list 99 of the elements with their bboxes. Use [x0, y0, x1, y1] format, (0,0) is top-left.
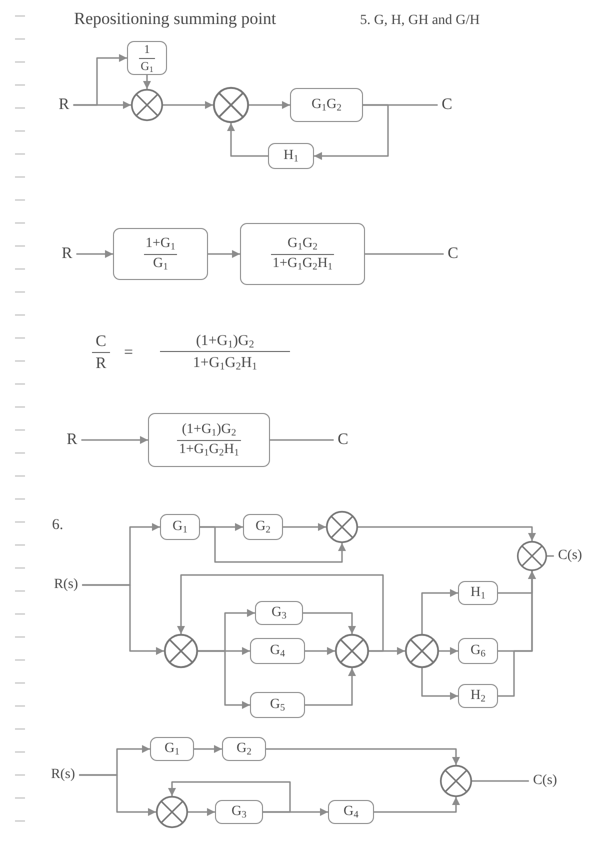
block-label: H$_{1}$	[470, 584, 486, 602]
fraction-numerator: (1+G$_{1}$)G$_{2}$	[177, 422, 241, 440]
signal-arrow	[305, 668, 356, 706]
signal-arrow	[188, 808, 215, 816]
block-label: H$_{2}$	[470, 688, 486, 704]
block-label: G$_{6}$	[470, 642, 486, 660]
signal-label: R	[66, 432, 78, 448]
signal-arrow	[200, 526, 346, 563]
block-label: G$_{3}$	[271, 604, 287, 622]
signal-arrow	[81, 436, 148, 444]
summing-junction	[405, 634, 439, 668]
signal-arrow	[498, 571, 536, 697]
signal-arrow	[283, 523, 326, 531]
summing-junction	[440, 765, 472, 797]
block-label: G$_{3}$	[231, 804, 247, 820]
signal-label: C	[338, 432, 348, 448]
signal-arrow	[374, 797, 460, 813]
signal-line	[365, 253, 444, 255]
signal-arrow	[168, 781, 291, 813]
signal-arrow	[249, 101, 290, 109]
transfer-function-block	[215, 800, 263, 824]
signal-label: C(s)	[532, 774, 558, 788]
transfer-function-block	[250, 638, 305, 664]
signal-arrow	[76, 250, 113, 258]
signal-arrow	[439, 647, 458, 655]
block-label: G$_{1}$G$_{2}$	[311, 96, 342, 114]
fraction-denominator: G$_{1}$	[152, 254, 169, 272]
fraction-denominator: 1+G$_{1}$G$_{2}$H$_{1}$	[192, 355, 258, 372]
block-label: G$_{5}$	[270, 696, 286, 714]
transfer-function-block	[243, 514, 283, 540]
block-label: G$_{2}$	[255, 518, 271, 536]
transfer-function-block	[458, 684, 498, 708]
fraction-denominator: 1+G$_{1}$G$_{2}$H$_{1}$	[272, 254, 334, 272]
signal-label: C	[448, 246, 458, 262]
note-text: 5. G, H, GH and G/H	[360, 13, 480, 30]
summing-junction	[517, 541, 547, 571]
block-label: G$_{4}$	[270, 642, 286, 660]
transfer-function-block	[150, 737, 194, 761]
signal-label: C	[442, 97, 452, 113]
signal-arrow	[73, 54, 127, 106]
signal-arrow	[227, 123, 268, 157]
signal-arrow	[143, 75, 151, 89]
transfer-function-block	[222, 737, 266, 761]
signal-arrow	[421, 589, 458, 634]
signal-arrow	[194, 745, 222, 753]
fraction-denominator: 1+G$_{1}$G$_{2}$H$_{1}$	[178, 440, 240, 458]
equals-sign: =	[124, 344, 134, 362]
transfer-function-block	[240, 223, 365, 285]
transfer-function-block	[458, 638, 498, 664]
signal-arrow	[198, 650, 250, 709]
block-label: G$_{1}$	[172, 518, 188, 536]
signal-label: C(s)	[558, 549, 582, 563]
transfer-function-block	[148, 413, 270, 467]
summing-junction	[335, 634, 369, 668]
block-label: G$_{1}$	[164, 740, 180, 758]
fraction-numerator: 1+G$_{1}$	[144, 236, 178, 254]
signal-arrow	[421, 668, 458, 700]
summing-junction	[164, 634, 198, 668]
transfer-function-block	[290, 88, 363, 122]
signal-label: R	[62, 246, 72, 262]
transfer-function-block	[268, 143, 314, 169]
transfer-function-block	[250, 692, 305, 718]
diagram-title: Repositioning summing point	[74, 9, 276, 29]
signal-arrow	[177, 574, 384, 652]
signal-line	[472, 780, 529, 782]
transfer-function-block	[458, 581, 498, 605]
transfer-function-block	[127, 41, 167, 75]
fraction-numerator: G$_{1}$G$_{2}$	[270, 236, 334, 254]
signal-arrow	[305, 647, 335, 655]
summing-junction	[213, 87, 249, 123]
transfer-function-block	[255, 601, 303, 625]
fraction-numerator: 1	[138, 42, 156, 58]
signal-line	[547, 555, 554, 557]
summing-junction	[156, 796, 188, 828]
block-label: G$_{4}$	[343, 804, 359, 820]
problem-number: 6.	[52, 517, 64, 534]
signal-arrow	[266, 748, 460, 765]
signal-label: R	[58, 97, 70, 113]
signal-label: R(s)	[50, 768, 76, 782]
fraction-denominator: R	[94, 355, 108, 374]
transfer-function-block	[328, 800, 374, 824]
signal-line	[270, 439, 334, 441]
signal-arrow	[163, 101, 213, 109]
signal-arrow	[314, 104, 389, 160]
fraction-numerator: (1+G$_{1}$)G$_{2}$	[160, 333, 290, 352]
summing-junction	[131, 89, 163, 121]
block-label: H$_{1}$	[283, 148, 299, 164]
signal-arrow	[358, 526, 536, 541]
fraction-denominator: G$_{1}$	[140, 58, 154, 74]
signal-arrow	[303, 612, 356, 634]
fraction-numerator: C	[92, 333, 110, 354]
signal-label: R(s)	[54, 578, 78, 592]
signal-arrow	[208, 250, 240, 258]
signal-arrow	[82, 584, 164, 655]
summing-junction	[326, 511, 358, 543]
signal-arrow	[79, 774, 156, 816]
transfer-function-block	[113, 228, 208, 280]
transfer-function-block	[160, 514, 200, 540]
block-label: G$_{2}$	[236, 740, 252, 758]
